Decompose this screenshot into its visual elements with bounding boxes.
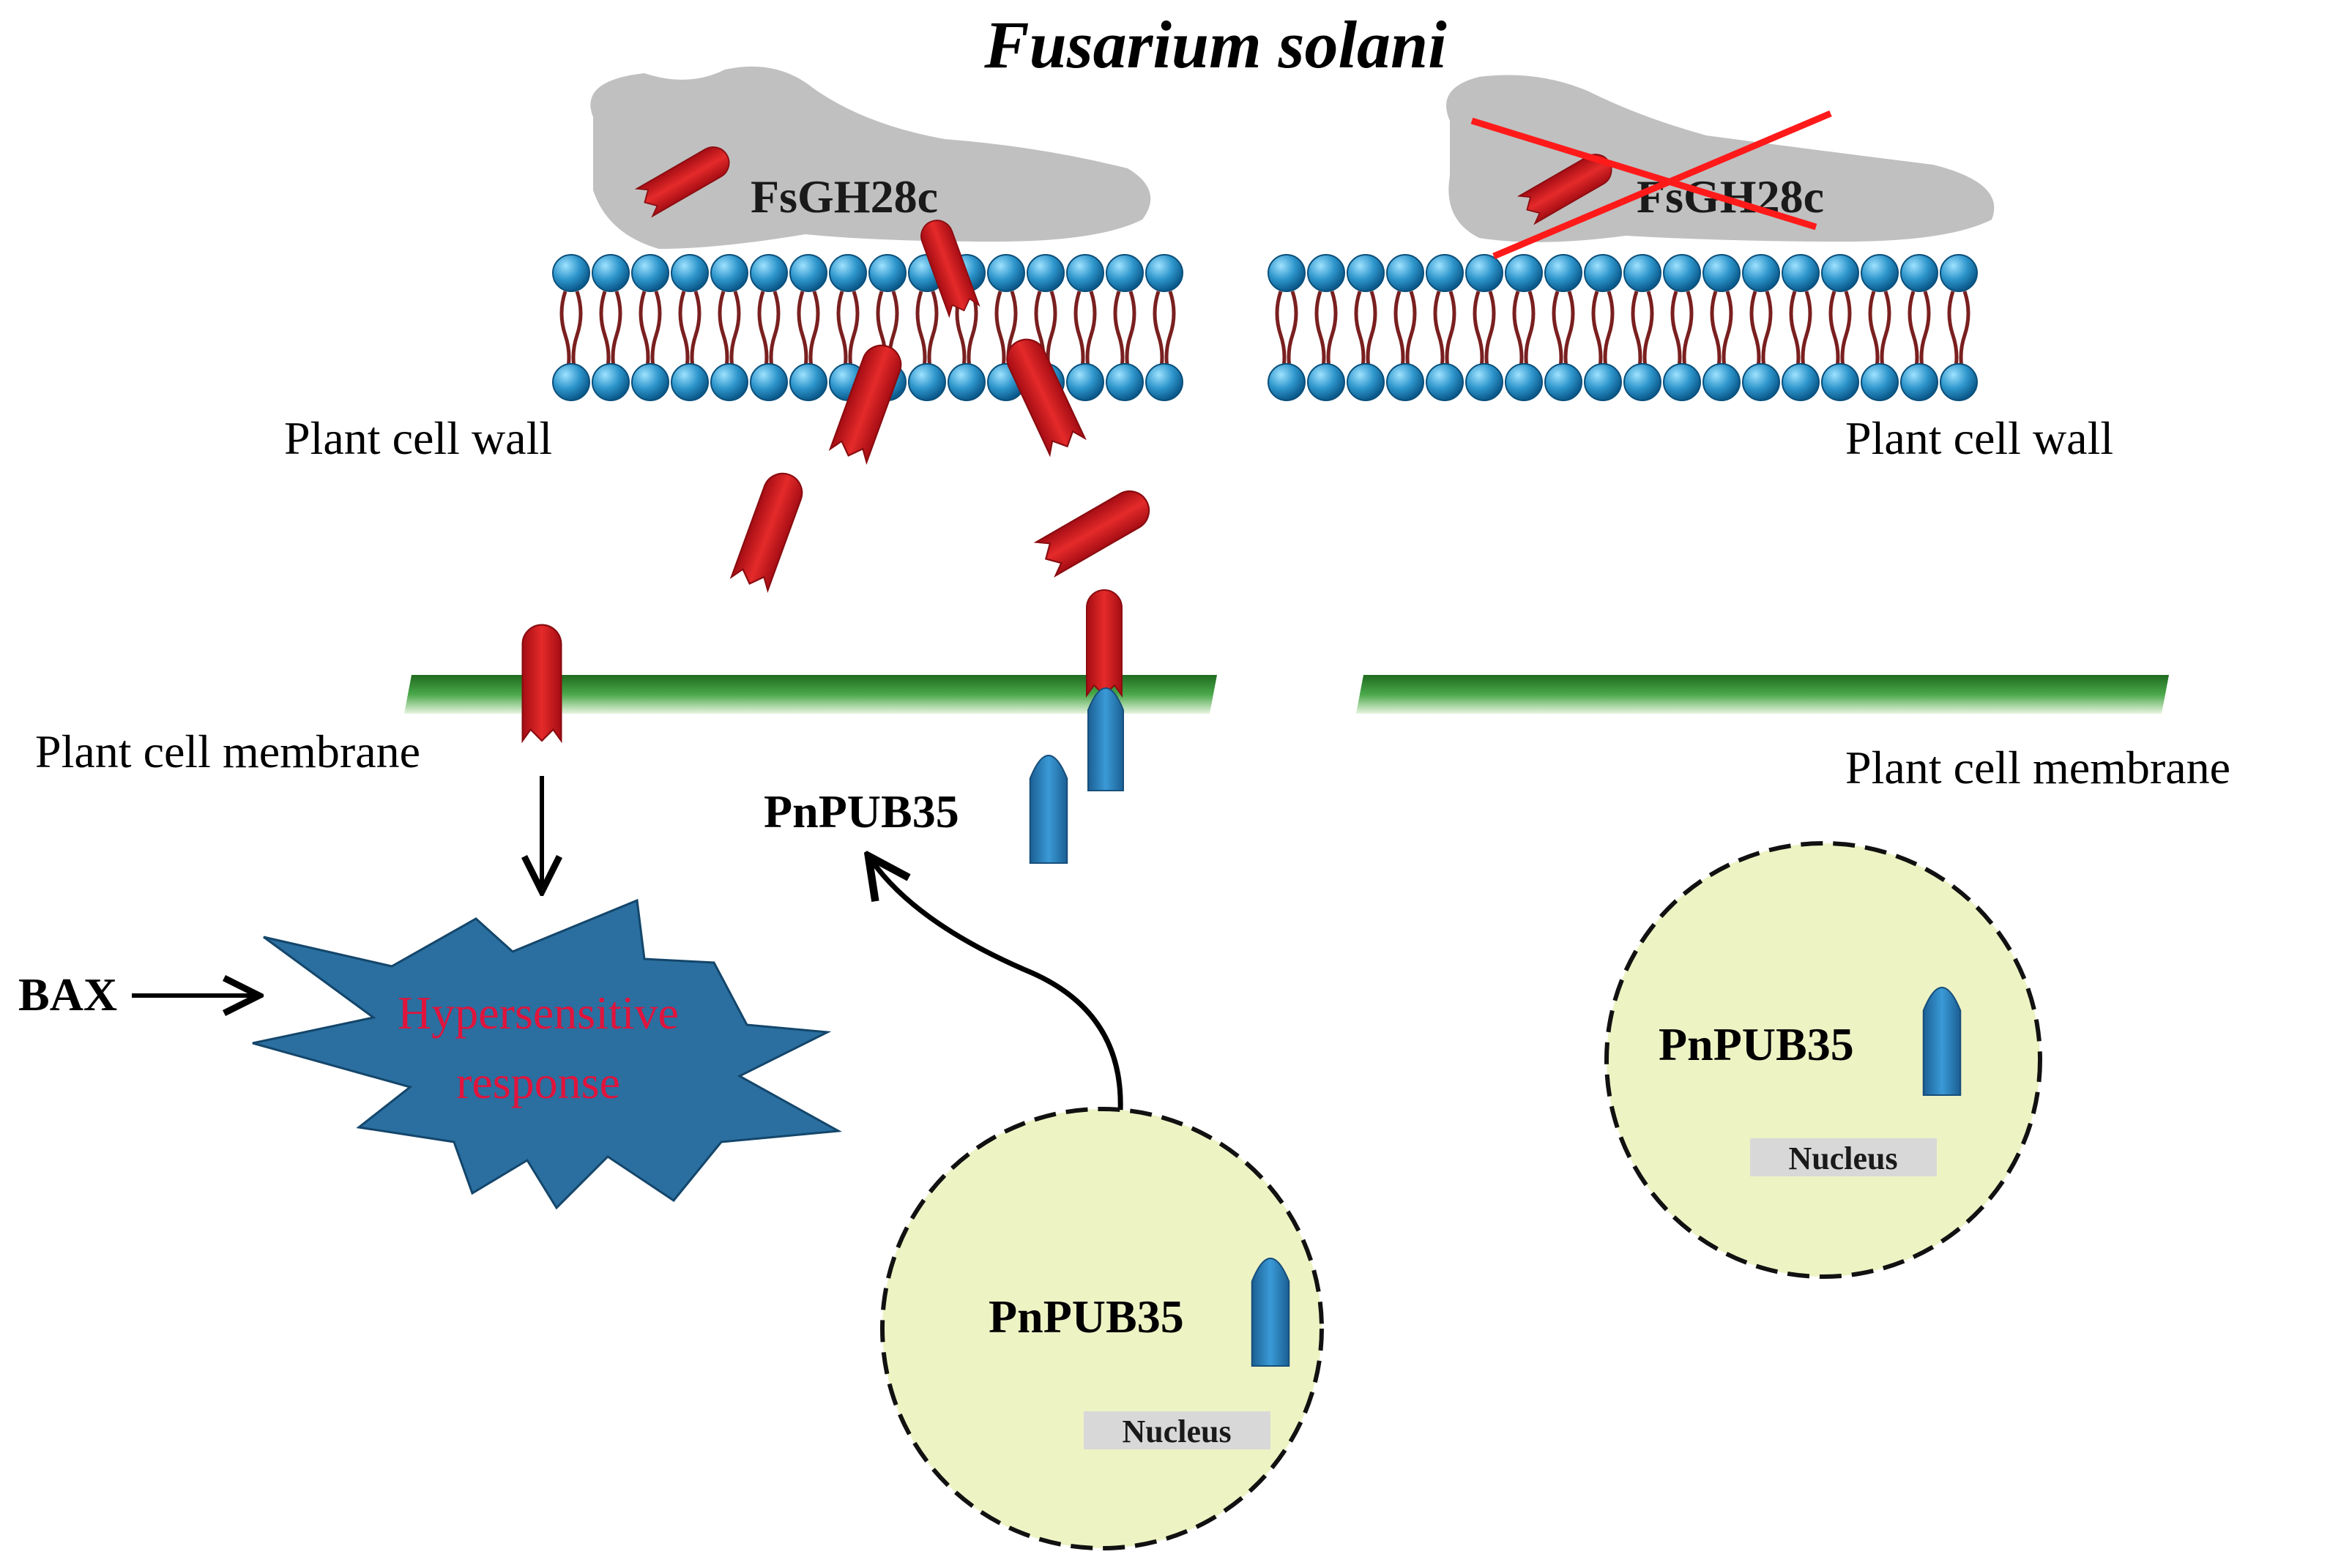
lipid-head [1623, 254, 1661, 292]
lipid-head [1145, 363, 1183, 401]
lipid-head [552, 254, 590, 292]
lipid-head [1742, 254, 1780, 292]
lipid-head [1386, 254, 1424, 292]
lipid-head [750, 363, 788, 401]
lipid-head [1066, 254, 1104, 292]
effector-free-1 [730, 467, 808, 591]
membrane-label-right: Plant cell membrane [1845, 742, 2230, 794]
lipid-head [1066, 363, 1104, 401]
lipid-head [592, 254, 630, 292]
lipid-head [1307, 254, 1345, 292]
lipid-head [631, 254, 669, 292]
title: Fusarium solani [983, 7, 1447, 82]
lipid-head [1742, 363, 1780, 401]
lipid-head [948, 363, 986, 401]
lipid-head [631, 363, 669, 401]
pnpub35-receptor-cytoplasm [1029, 754, 1068, 865]
lipid-head [1544, 254, 1582, 292]
lipid-head [1821, 254, 1859, 292]
lipid-head [1426, 363, 1464, 401]
lipid-head [1821, 363, 1859, 401]
lipid-head [1505, 254, 1543, 292]
lipid-head [1663, 363, 1701, 401]
hr-text-line2: response [456, 1056, 620, 1108]
lipid-head [1782, 363, 1820, 401]
effector-free-2 [1035, 483, 1157, 577]
hypersensitive-response-burst [252, 898, 842, 1210]
lipid-head [789, 363, 827, 401]
lipid-head [789, 254, 827, 292]
effector-below-wall-1 [829, 339, 907, 463]
lipid-head [1268, 254, 1306, 292]
lipid-head [1584, 363, 1622, 401]
lipid-head [710, 363, 748, 401]
lipid-head [671, 363, 709, 401]
lipid-head [1386, 363, 1424, 401]
lipid-head [1106, 254, 1144, 292]
lipid-head [1940, 363, 1978, 401]
cell-wall-label-left: Plant cell wall [284, 412, 552, 464]
lipid-head [710, 254, 748, 292]
lipid-head [1505, 363, 1543, 401]
pnpub35-in-nucleus-left [1251, 1257, 1290, 1367]
cell-wall-label-right: Plant cell wall [1845, 412, 2113, 464]
lipid-head [829, 254, 867, 292]
lipid-head [1900, 254, 1938, 292]
lipid-head [1106, 363, 1144, 401]
pnpub35-in-nucleus-right [1922, 986, 1962, 1097]
lipid-head [592, 363, 630, 401]
lipid-head [1347, 363, 1385, 401]
lipid-head [671, 254, 709, 292]
nucleus-badge-left [1084, 1411, 1270, 1449]
hr-text-line1: Hypersensitive [398, 987, 679, 1039]
plant-cell-membrane-left [404, 675, 1217, 714]
pnpub35-label-nucleus-right: PnPUB35 [1659, 1018, 1854, 1070]
lipid-head [552, 363, 590, 401]
lipid-head [750, 254, 788, 292]
plant-cell-membrane-right [1356, 675, 2169, 714]
lipid-head [868, 254, 907, 292]
cell-wall-bilayer-right [1268, 254, 1978, 401]
arrow-nucleus-to-membrane [871, 860, 1123, 1112]
lipid-head [1544, 363, 1582, 401]
lipid-head [1900, 363, 1938, 401]
effector-label-left: FsGH28c [751, 171, 938, 223]
lipid-head [1861, 363, 1899, 401]
cross-mark [1470, 110, 1832, 260]
pnpub35-label-membrane: PnPUB35 [764, 785, 959, 837]
lipid-head [1465, 363, 1503, 401]
pnpub35-label-nucleus-left: PnPUB35 [989, 1291, 1184, 1343]
membrane-label-left: Plant cell membrane [35, 725, 420, 777]
nucleus-label-left: Nucleus [1122, 1414, 1231, 1449]
bax-label: BAX [18, 968, 117, 1020]
fungus-left [590, 66, 1151, 249]
lipid-head [1307, 363, 1345, 401]
lipid-head [1702, 254, 1741, 292]
lipid-head [1465, 254, 1503, 292]
lipid-head [1145, 254, 1183, 292]
nucleus-label-right: Nucleus [1788, 1140, 1897, 1176]
nucleus-badge-right [1750, 1138, 1937, 1176]
lipid-head [1940, 254, 1978, 292]
lipid-head [1663, 254, 1701, 292]
lipid-head [1347, 254, 1385, 292]
pnpub35-receptor-membrane [1087, 687, 1124, 791]
lipid-head [1861, 254, 1899, 292]
lipid-head [987, 254, 1025, 292]
cell-wall-bilayer-left [552, 254, 1183, 401]
lipid-head [1584, 254, 1622, 292]
effector-membrane-left [521, 624, 562, 742]
lipid-head [1027, 254, 1065, 292]
lipid-head [908, 363, 946, 401]
lipid-head [1268, 363, 1306, 401]
lipid-head [1623, 363, 1661, 401]
lipid-head [1426, 254, 1464, 292]
effector-bound-receptor [1086, 589, 1123, 696]
lipid-head [1702, 363, 1741, 401]
lipid-head [1782, 254, 1820, 292]
